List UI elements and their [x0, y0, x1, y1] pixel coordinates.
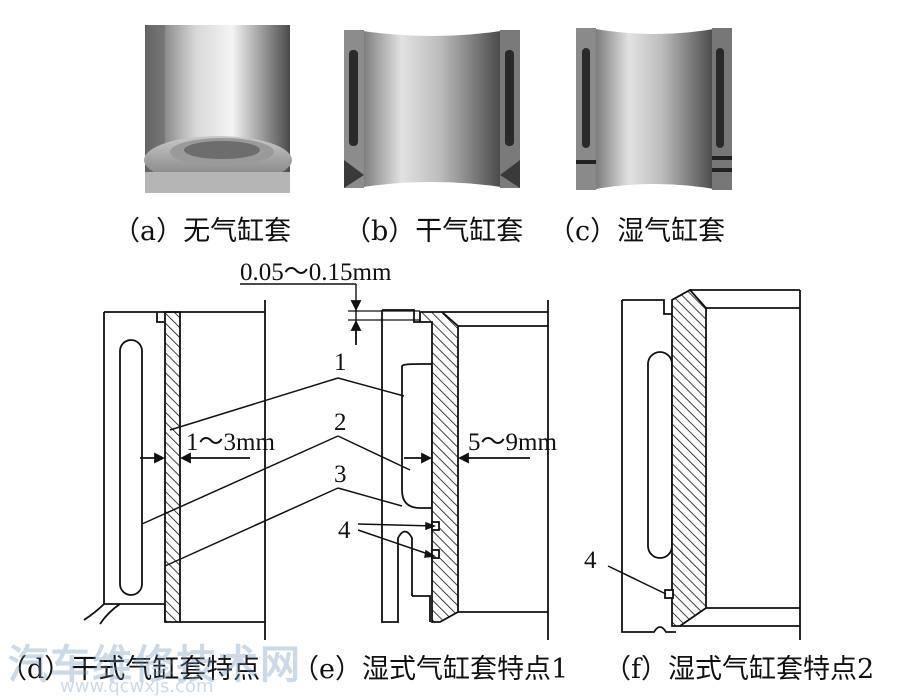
dry-thickness-label: 1～3mm [186, 429, 275, 456]
caption-a: （a）无气缸套 [113, 216, 292, 247]
leader-lines [141, 377, 667, 595]
callout-4-e: 4 [338, 517, 351, 544]
photo-c-wet-liner [574, 25, 734, 193]
drawing-d-dry-liner [83, 300, 266, 640]
photo-a-no-liner [144, 25, 292, 193]
wet-thickness-label: 5～9mm [468, 429, 557, 456]
drawing-f-wet-liner-2 [621, 288, 801, 640]
watermark: 汽车维修技术网 [8, 642, 302, 688]
watermark-url: www.qcwxjs.com [60, 676, 214, 697]
caption-f: （f）湿式气缸套特点2 [604, 654, 875, 685]
caption-d: （d）干式气缸套特点 [0, 654, 261, 685]
photo-b-dry-liner [344, 25, 520, 193]
caption-b: （b）干气缸套 [344, 216, 524, 247]
callout-3: 3 [334, 461, 347, 488]
gap-dimension-label: 0.05～0.15mm [240, 259, 392, 286]
caption-c: （c）湿气缸套 [548, 216, 726, 247]
callout-4-f: 4 [584, 547, 597, 574]
caption-e: （e）湿式气缸套特点1 [292, 654, 569, 685]
callout-1: 1 [334, 349, 347, 376]
drawing-e-wet-liner [240, 283, 549, 640]
callout-2: 2 [334, 409, 347, 436]
